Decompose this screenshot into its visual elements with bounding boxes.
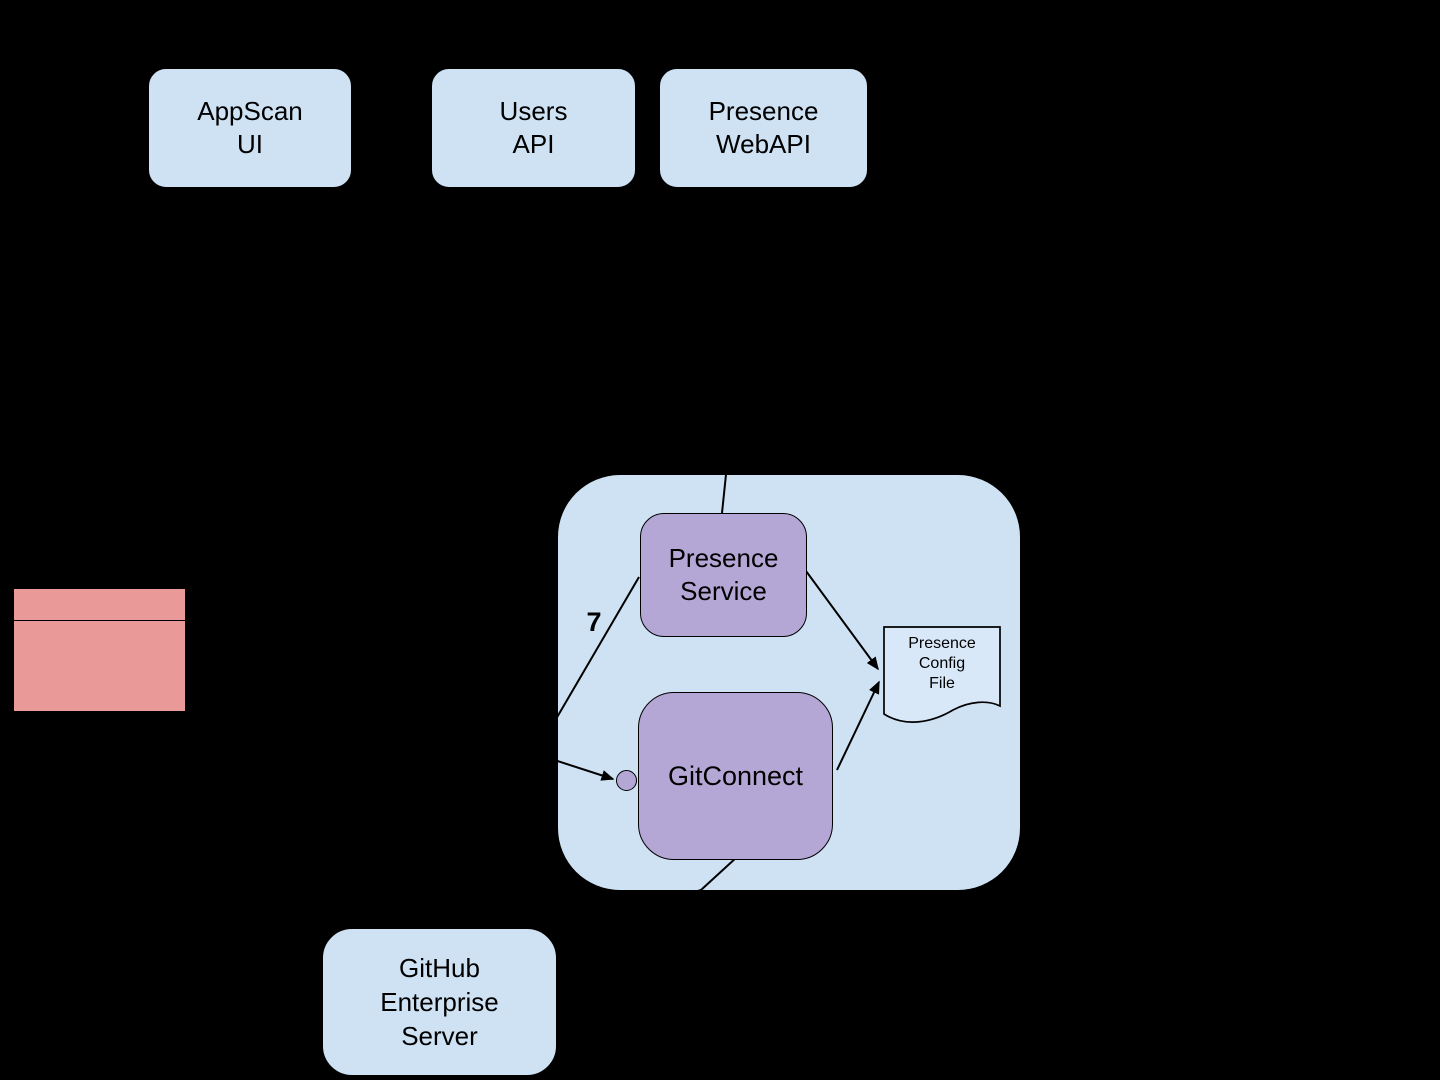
config-file-node: Presence Config File xyxy=(884,634,1000,694)
github-label-line1: GitHub xyxy=(399,953,480,983)
uml-class-box-header xyxy=(14,589,185,621)
github-label-line3: Server xyxy=(401,1021,478,1051)
presence-webapi-node: Presence WebAPI xyxy=(659,68,868,188)
users-api-node: Users API xyxy=(431,68,636,188)
presence-service-label-line1: Presence xyxy=(668,543,779,573)
presence-webapi-label-line1: Presence xyxy=(708,96,819,126)
uml-class-box xyxy=(13,588,186,712)
appscan-ui-node: AppScan UI xyxy=(148,68,352,188)
edge-label-7: 7 xyxy=(586,607,602,637)
users-api-label-line1: Users xyxy=(499,96,568,126)
gitconnect-port-circle xyxy=(616,770,637,791)
config-file-label-line2: Config xyxy=(918,655,966,672)
edge-container-to-github xyxy=(558,889,702,936)
github-label-line2: Enterprise xyxy=(380,987,499,1017)
github-enterprise-node: GitHub Enterprise Server xyxy=(322,928,557,1076)
config-file-label-line3: File xyxy=(929,675,955,692)
appscan-ui-label-line2: UI xyxy=(237,129,263,159)
presence-service-label-line2: Service xyxy=(680,576,767,606)
config-file-label-line1: Presence xyxy=(908,635,976,652)
appscan-ui-label-line1: AppScan xyxy=(197,96,303,126)
presence-webapi-label-line2: WebAPI xyxy=(716,129,811,159)
gitconnect-label: GitConnect xyxy=(667,760,804,791)
gitconnect-node: GitConnect xyxy=(638,692,833,860)
users-api-label-line2: API xyxy=(512,129,555,159)
presence-service-node: Presence Service xyxy=(640,513,807,637)
